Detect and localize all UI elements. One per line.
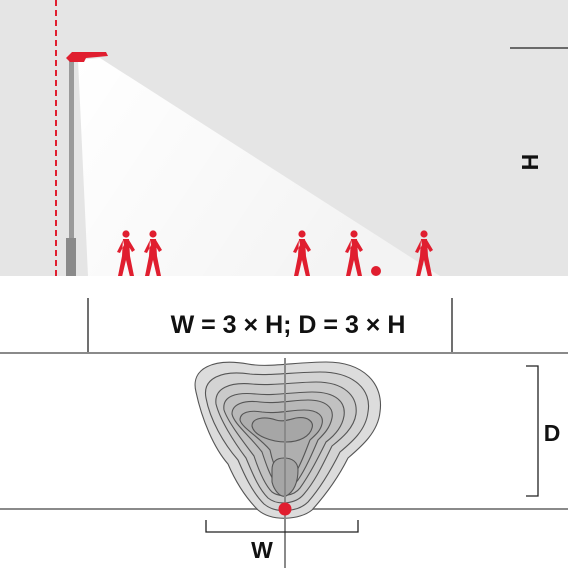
formula-band — [0, 276, 568, 353]
isolux-contours — [194, 361, 382, 519]
depth-label: D — [544, 420, 561, 446]
light-beam — [78, 58, 440, 276]
lamp-pole — [69, 60, 74, 240]
pedestrians-group — [117, 230, 433, 277]
width-label: W — [251, 537, 273, 563]
pedestrian-icon — [345, 230, 363, 277]
formula-text: W = 3 × H; D = 3 × H — [171, 311, 406, 339]
lamp-pole-base — [66, 238, 76, 284]
width-dimension-bracket — [205, 520, 359, 533]
light-source-dot — [278, 502, 292, 516]
pedestrian-icon — [293, 230, 311, 277]
pedestrian-icon — [415, 230, 433, 277]
isolux-contour-inner-top — [251, 417, 313, 443]
pedestrian-icon — [117, 230, 135, 277]
depth-dimension-bracket — [526, 365, 539, 497]
lamp-head — [66, 52, 108, 62]
street-lamp — [66, 52, 108, 284]
pedestrian-icon — [144, 230, 162, 277]
ball-icon — [371, 266, 381, 276]
height-label: H — [517, 154, 543, 171]
